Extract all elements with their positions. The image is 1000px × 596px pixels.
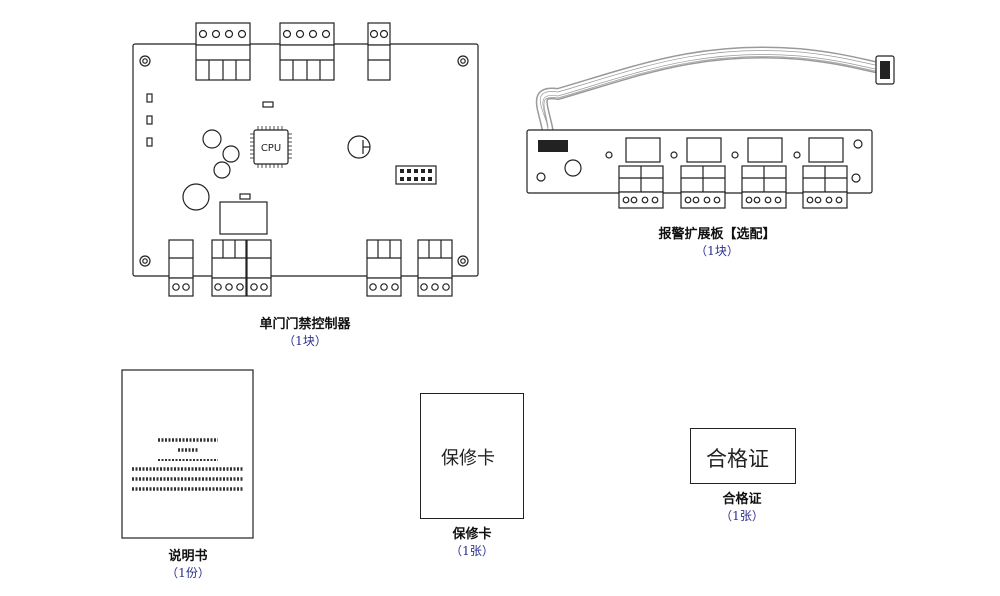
- ribbon-header: [538, 140, 568, 152]
- certificate-caption: 合格证 （1张）: [720, 491, 764, 525]
- bottom-terminal-2pin-b: [246, 239, 272, 297]
- top-terminal-4pin-left: [195, 22, 251, 81]
- relay: [219, 201, 268, 235]
- bottom-terminal-3pin: [211, 239, 247, 297]
- top-terminal-2pin: [367, 22, 391, 81]
- manual-caption: 说明书 （1份）: [166, 548, 210, 582]
- alarm-terminal-1: [618, 165, 664, 209]
- controller-qty: （1块）: [283, 334, 327, 348]
- certificate-qty: （1张）: [720, 509, 764, 523]
- top-terminal-4pin-mid: [279, 22, 335, 81]
- pin-header: [395, 165, 437, 185]
- controller-title: 单门门禁控制器: [259, 317, 351, 332]
- alarm-terminal-4: [802, 165, 848, 209]
- warranty-title: 保修卡: [452, 527, 492, 542]
- alarm-terminal-2: [680, 165, 726, 209]
- certificate-card-text: 合格证: [706, 447, 769, 471]
- manual-title: 说明书: [168, 549, 208, 564]
- warranty-card-text: 保修卡: [441, 448, 495, 469]
- alarm-expansion-board: [526, 46, 895, 209]
- ribbon-cable: [535, 46, 882, 134]
- manual-booklet: [121, 369, 254, 539]
- manual-qty: （1份）: [166, 566, 210, 580]
- cpu-label: CPU: [261, 143, 281, 154]
- cpu-chip: CPU: [250, 126, 292, 168]
- bottom-terminal-3pin-d: [417, 239, 453, 297]
- controller-caption: 单门门禁控制器 （1块）: [259, 316, 350, 350]
- alarm-board-qty: （1块）: [695, 244, 739, 258]
- bottom-terminal-3pin-c: [366, 239, 402, 297]
- alarm-board-caption: 报警扩展板【选配】 （1块）: [658, 226, 775, 260]
- alarm-board-title: 报警扩展板【选配】: [658, 227, 776, 242]
- warranty-card: 保修卡: [420, 393, 524, 519]
- bottom-terminal-2pin: [168, 239, 194, 297]
- controller-board: CPU: [132, 22, 479, 297]
- certificate-card: 合格证: [690, 428, 796, 484]
- warranty-caption: 保修卡 （1张）: [450, 526, 494, 560]
- certificate-title: 合格证: [722, 492, 762, 507]
- warranty-qty: （1张）: [450, 544, 494, 558]
- alarm-terminal-3: [741, 165, 787, 209]
